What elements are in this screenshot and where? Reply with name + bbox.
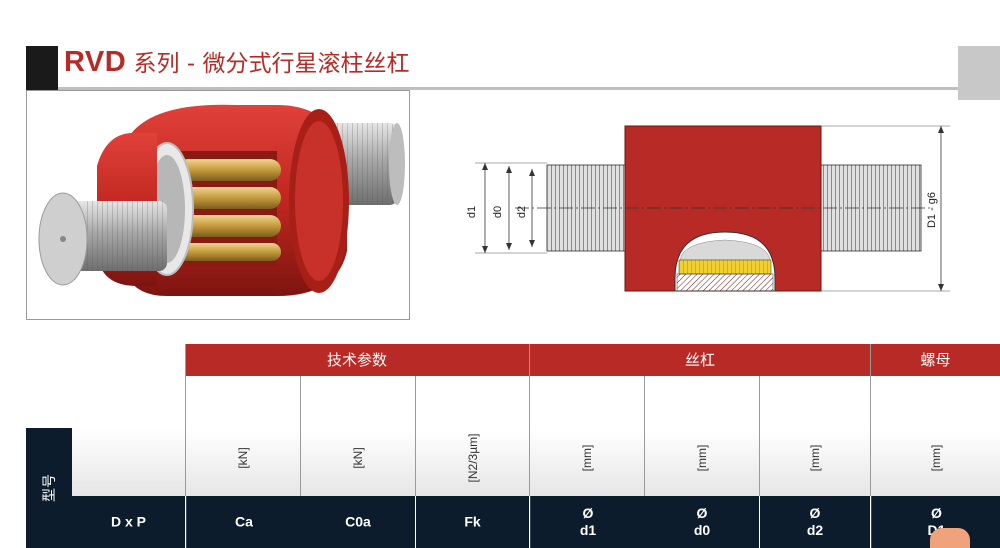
brand-name: RVD (64, 46, 127, 78)
dim-label-d1: d1 (466, 206, 478, 218)
dim-label-d0: d0 (492, 206, 504, 218)
col-header-dxp: D x P (72, 496, 185, 548)
unit-cell-D1: [mm] (871, 376, 1000, 496)
unit-cell-c0a: [kN] (301, 376, 416, 496)
blank-header-cell (72, 428, 185, 496)
corner-badge[interactable] (930, 528, 970, 548)
page-title: RVD 系列 - 微分式行星滚柱丝杠 (64, 42, 409, 82)
product-photo (26, 90, 410, 320)
group-header-tech-params: 技术参数 (185, 344, 529, 376)
dim-label-d2: d2 (516, 206, 528, 218)
table-divider (185, 344, 186, 496)
unit-cell-d2: [mm] (760, 376, 871, 496)
col-header-fk: Fk (416, 496, 529, 548)
series-title: 系列 - 微分式行星滚柱丝杠 (126, 51, 410, 77)
group-header-screw: 丝杠 (530, 344, 870, 376)
header-tab-right (958, 46, 1000, 100)
col-header-c0a: C0a (301, 496, 415, 548)
col-header-ca: Ca (186, 496, 301, 548)
unit-cell-d1: [mm] (530, 376, 645, 496)
header-rule (58, 87, 958, 90)
unit-cell-ca: [kN] (186, 376, 301, 496)
dim-label-D1: D1 - g6 (926, 192, 938, 228)
technical-drawing: d1 d0 d2 D1 - g6 (455, 120, 975, 310)
model-header: 型号 (26, 428, 72, 548)
roller-screw-illustration (38, 104, 405, 296)
unit-cell-fk: [N2/3µm] (416, 376, 530, 496)
unit-cell-d0: [mm] (645, 376, 760, 496)
group-header-nut: 螺母 (871, 344, 1000, 376)
